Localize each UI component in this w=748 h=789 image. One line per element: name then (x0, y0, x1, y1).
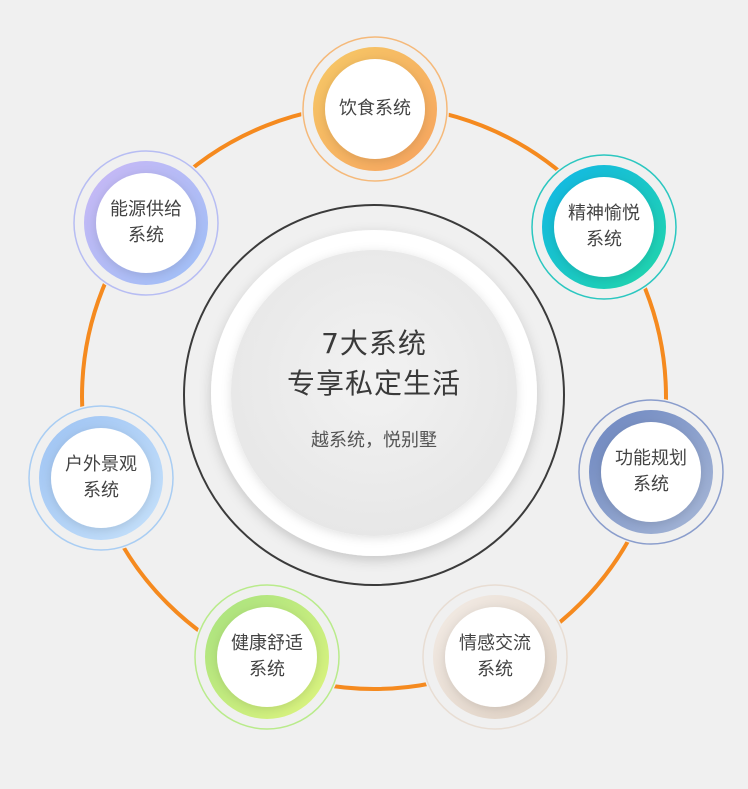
node-label-line2: 系统 (477, 659, 513, 680)
node-outer-ring (578, 399, 724, 545)
node-outer-ring (73, 150, 219, 296)
node-label-outdoor: 户外景观系统 (46, 452, 156, 504)
center-inner-disc (231, 250, 517, 536)
node-label-line1: 户外景观 (65, 454, 137, 475)
node-spirit (530, 153, 678, 301)
center-subtitle: 越系统，悦别墅 (311, 430, 437, 451)
node-outdoor (27, 404, 175, 552)
node-label-line2: 系统 (83, 480, 119, 501)
node-inner-disc (325, 59, 425, 159)
node-emotion (421, 583, 569, 731)
node-label-line2: 系统 (633, 474, 669, 495)
center-title-line1: 7大系统 (321, 327, 427, 360)
node-inner-disc (96, 173, 196, 273)
node-label-health: 健康舒适系统 (212, 631, 322, 683)
node-outer-ring (28, 405, 174, 551)
node-label-function: 功能规划系统 (596, 446, 706, 498)
node-inner-disc (601, 422, 701, 522)
node-energy (72, 149, 220, 297)
node-outer-ring (194, 584, 340, 730)
node-inner-disc (51, 428, 151, 528)
node-label-line1: 精神愉悦 (568, 203, 640, 224)
node-outer-ring (302, 36, 448, 182)
node-label-line2: 系统 (128, 225, 164, 246)
node-label-diet: 饮食系统 (320, 96, 430, 122)
node-inner-disc (554, 177, 654, 277)
node-label-energy: 能源供给系统 (91, 197, 201, 249)
node-diet (301, 35, 449, 183)
center-outer-ring (183, 204, 565, 586)
node-label-line2: 系统 (249, 659, 285, 680)
node-label-line1: 健康舒适 (231, 633, 303, 654)
node-label-line1: 情感交流 (459, 633, 531, 654)
node-inner-disc (217, 607, 317, 707)
node-label-line2: 系统 (586, 229, 622, 250)
node-health (193, 583, 341, 731)
node-outer-ring (531, 154, 677, 300)
node-label-line1: 能源供给 (110, 199, 182, 220)
node-label-emotion: 情感交流系统 (440, 631, 550, 683)
node-outer-ring (422, 584, 568, 730)
node-function (577, 398, 725, 546)
node-label-line1: 功能规划 (615, 448, 687, 469)
center-title-line2: 专享私定生活 (286, 367, 461, 400)
node-inner-disc (445, 607, 545, 707)
node-label-spirit: 精神愉悦系统 (549, 201, 659, 253)
system-nodes (27, 35, 725, 731)
node-label-line1: 饮食系统 (339, 98, 411, 119)
